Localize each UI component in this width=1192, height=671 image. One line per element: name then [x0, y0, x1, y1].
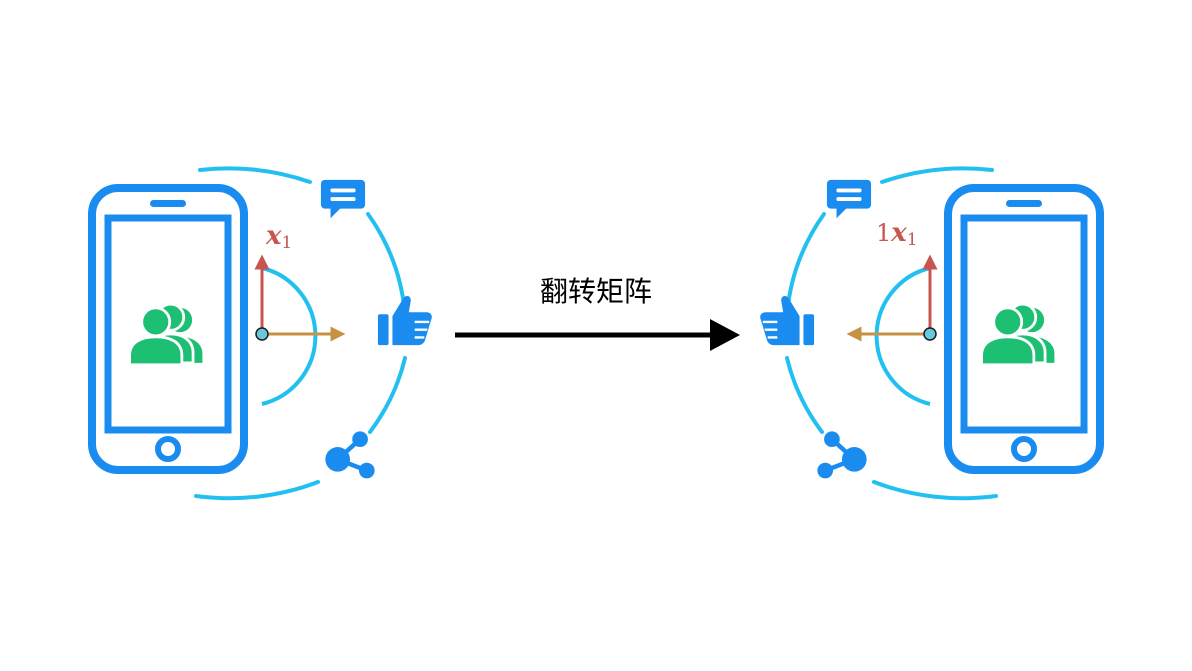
flip-arrow [455, 319, 740, 351]
left-users-icon [128, 302, 204, 367]
right-inner-arc [874, 266, 931, 406]
right-thumbs-up-icon [758, 294, 816, 347]
left-chat-bubble-icon [320, 179, 366, 219]
right-chat-bubble-icon [826, 179, 872, 219]
left-origin-dot [255, 327, 269, 341]
left-inner-arc [261, 266, 318, 406]
right-axis-label: 1x1 [876, 218, 918, 250]
right-share-icon [817, 431, 866, 478]
right-origin-dot [923, 327, 937, 341]
left-share-icon [325, 431, 374, 478]
left-thumbs-up-icon [376, 294, 434, 347]
left-axis-label: x1 [265, 221, 292, 253]
left-panel: x1 [92, 166, 434, 501]
right-panel: 1x1 [758, 166, 1100, 501]
right-users-icon [980, 302, 1056, 367]
flip-matrix-caption: 翻转矩阵 [540, 275, 652, 308]
